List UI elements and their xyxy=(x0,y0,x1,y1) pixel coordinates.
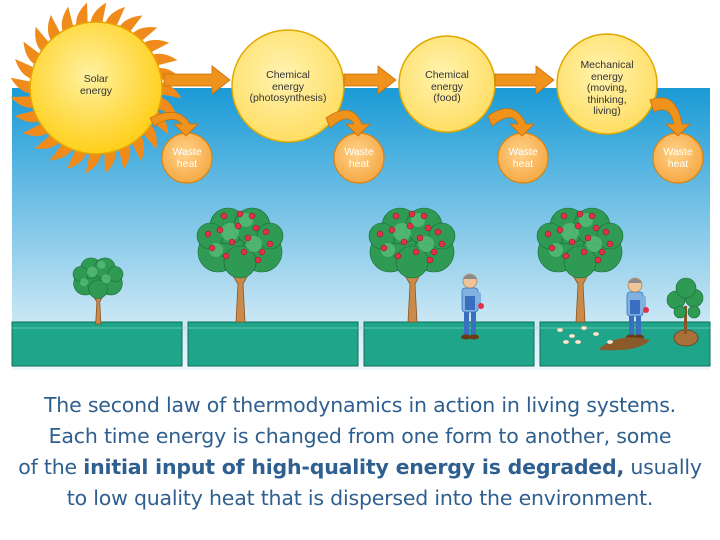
mechanical-label-line-2: energy xyxy=(590,70,624,83)
apple-tree-3 xyxy=(536,207,624,323)
caption-line-3-start: of the xyxy=(18,455,84,479)
photosynthesis-label-line-1: Chemical xyxy=(266,69,310,81)
food-label-line-2: energy xyxy=(430,80,464,93)
caption-line-4: to low quality heat that is dispersed in… xyxy=(66,486,654,510)
sapling-with-root-ball xyxy=(666,277,704,347)
solar-label-line-1: Solar xyxy=(83,73,109,85)
mechanical-label-line-3: (moving, xyxy=(586,82,628,94)
dirt-mound-and-scraps xyxy=(556,325,650,351)
waste-heat-3-line-1: Waste xyxy=(508,146,538,158)
figure-caption: The second law of thermodynamics in acti… xyxy=(0,390,720,514)
mechanical-label-line-4: thinking, xyxy=(587,93,627,106)
arrow-to-waste-heat-1 xyxy=(149,111,199,137)
caption-line-1: The second law of thermodynamics in acti… xyxy=(43,393,677,417)
waste-heat-1-line-2: heat xyxy=(176,157,198,170)
apple-tree-1 xyxy=(196,207,284,323)
arrow-to-waste-heat-2 xyxy=(325,110,371,137)
chemical-food-label: Chemical energy (food) xyxy=(407,69,487,105)
energy-flow-diagram: Solar energy Chemical energy (photosynth… xyxy=(10,2,711,370)
sun-ray xyxy=(90,2,107,27)
sun-ray xyxy=(85,149,102,174)
waste-heat-4-line-2: heat xyxy=(667,157,689,170)
solar-energy-sun xyxy=(29,21,163,155)
sun-ray xyxy=(10,77,35,94)
photosynthesis-label-line-3: (photosynthesis) xyxy=(249,92,327,104)
person-eating-apple xyxy=(461,273,484,340)
waste-heat-3-line-2: heat xyxy=(512,157,534,170)
arrow-food-to-mechanical xyxy=(494,65,555,95)
waste-heat-label-2: Waste heat xyxy=(334,146,384,170)
waste-heat-label-4: Waste heat xyxy=(653,146,703,170)
food-label-line-1: Chemical xyxy=(425,69,469,81)
young-tree xyxy=(72,257,124,325)
caption-emphasis: initial input of high-quality energy is … xyxy=(83,455,625,479)
caption-line-2: Each time energy is changed from one for… xyxy=(48,424,672,448)
scenery xyxy=(72,207,704,351)
flow-arrows xyxy=(149,65,691,137)
arrow-to-waste-heat-3 xyxy=(487,108,535,137)
caption-line-3-end: usually xyxy=(624,455,702,479)
ground-panel-1 xyxy=(11,321,183,367)
caption-line-3: of the initial input of high-quality ene… xyxy=(0,452,720,483)
waste-heat-1-line-1: Waste xyxy=(172,146,202,158)
mechanical-energy-node xyxy=(556,33,658,135)
waste-heat-2-line-1: Waste xyxy=(344,146,374,158)
chemical-photosynthesis-label: Chemical energy (photosynthesis) xyxy=(238,69,338,105)
waste-heat-label-1: Waste heat xyxy=(162,146,212,170)
waste-heat-2-line-2: heat xyxy=(348,157,370,170)
solar-label-line-2: energy xyxy=(79,84,113,97)
person-gardening xyxy=(626,277,649,340)
waste-heat-4-line-1: Waste xyxy=(663,146,693,158)
solar-energy-label: Solar energy xyxy=(62,73,130,97)
mechanical-label-line-1: Mechanical xyxy=(580,59,634,71)
food-label-line-3: (food) xyxy=(433,92,461,104)
mechanical-label-line-5: living) xyxy=(593,105,621,117)
apple-tree-2 xyxy=(368,207,456,323)
ground-panel-3 xyxy=(363,321,535,367)
arrow-chemical-to-food xyxy=(343,65,397,95)
arrow-to-waste-heat-4 xyxy=(649,97,691,137)
arrow-solar-to-chemical xyxy=(163,65,231,95)
mechanical-energy-label: Mechanical energy (moving, thinking, liv… xyxy=(567,59,647,118)
photosynthesis-label-line-2: energy xyxy=(271,80,305,93)
diagram-canvas xyxy=(10,2,711,370)
ground-panel-2 xyxy=(187,321,359,367)
waste-heat-label-3: Waste heat xyxy=(498,146,548,170)
